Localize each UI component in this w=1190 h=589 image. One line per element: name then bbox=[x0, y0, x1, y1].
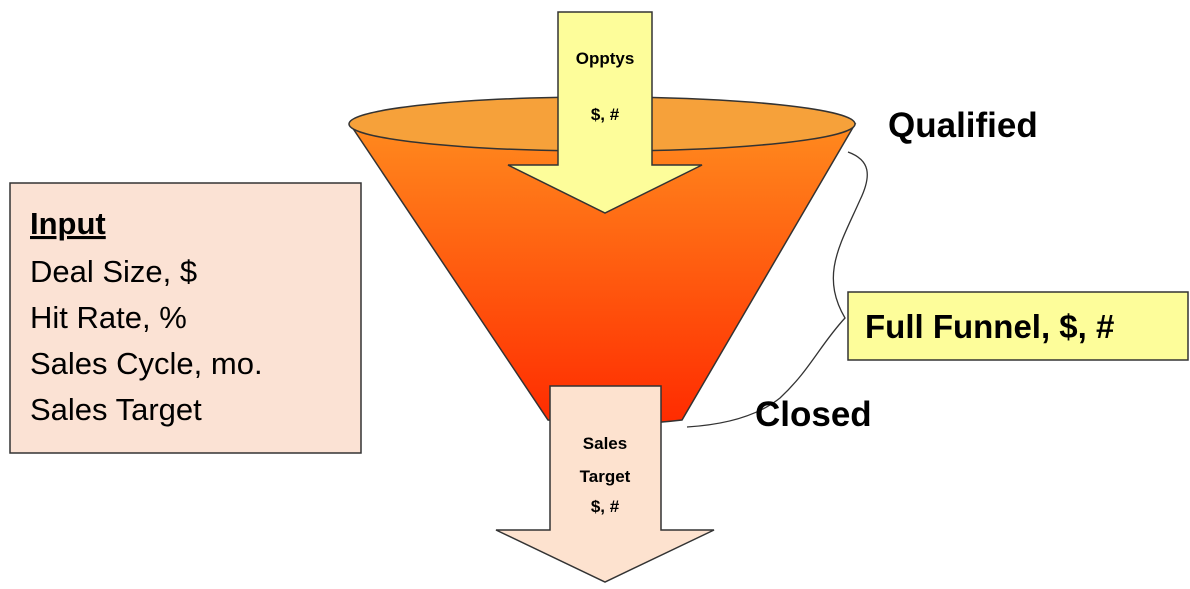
input-box bbox=[9, 182, 362, 454]
sales-target-line1: Sales bbox=[583, 434, 627, 453]
sales-target-line2: Target bbox=[580, 467, 631, 486]
input-title: Input bbox=[30, 206, 106, 241]
opptys-units-label: $, # bbox=[591, 105, 620, 124]
input-item: Sales Target bbox=[30, 392, 202, 427]
qualified-label: Qualified bbox=[888, 106, 1038, 145]
input-item: Sales Cycle, mo. bbox=[30, 346, 263, 381]
input-item: Deal Size, $ bbox=[30, 254, 197, 289]
opptys-arrow bbox=[507, 11, 703, 214]
full-funnel-box bbox=[847, 291, 1189, 361]
input-item: Hit Rate, % bbox=[30, 300, 187, 335]
funnel-brace bbox=[686, 151, 868, 428]
full-funnel-label: Full Funnel, $, # bbox=[865, 308, 1114, 345]
opptys-label: Opptys bbox=[576, 49, 635, 68]
closed-label: Closed bbox=[755, 395, 872, 434]
sales-target-arrow bbox=[495, 385, 715, 583]
sales-target-units: $, # bbox=[591, 497, 620, 516]
